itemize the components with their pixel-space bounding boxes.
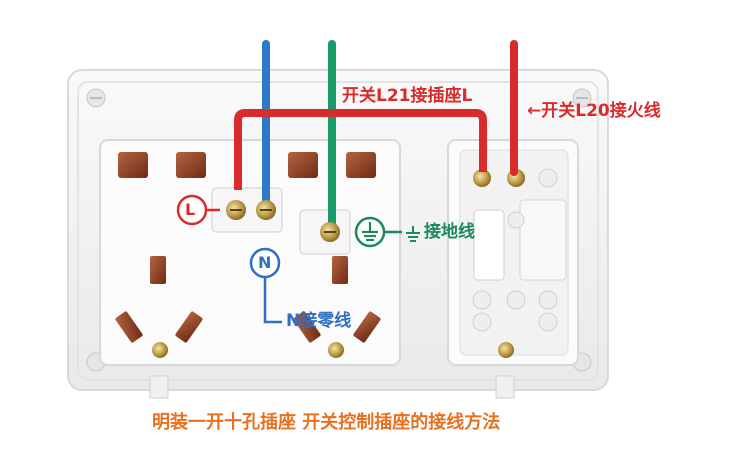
ground-terminal-marker <box>354 216 420 248</box>
ground-icon <box>362 222 378 242</box>
live-circle-label: L <box>185 200 196 219</box>
switch-l21-label: 开关L21接插座L <box>342 86 473 106</box>
ground-label: 接地线 <box>424 222 475 242</box>
jumper-wire-l21 <box>234 109 487 190</box>
neutral-circle-label: N <box>258 253 272 272</box>
middle-socket-slots <box>150 256 348 284</box>
top-socket-slots <box>118 152 376 178</box>
switch-module <box>447 139 579 366</box>
neutral-terminal-marker <box>249 247 282 324</box>
socket-module <box>99 139 401 366</box>
ground-label-icon <box>406 226 420 242</box>
wires <box>234 40 518 232</box>
three-pin-slots <box>115 311 381 343</box>
neutral-label: N接零线 <box>286 311 352 331</box>
diagram-caption: 明装一开十孔插座 开关控制插座的接线方法 <box>152 412 501 433</box>
live-terminal-marker <box>176 194 220 226</box>
socket-terminal-screws <box>226 200 340 242</box>
switch-l20-label: ←开关L20接火线 <box>527 101 661 121</box>
